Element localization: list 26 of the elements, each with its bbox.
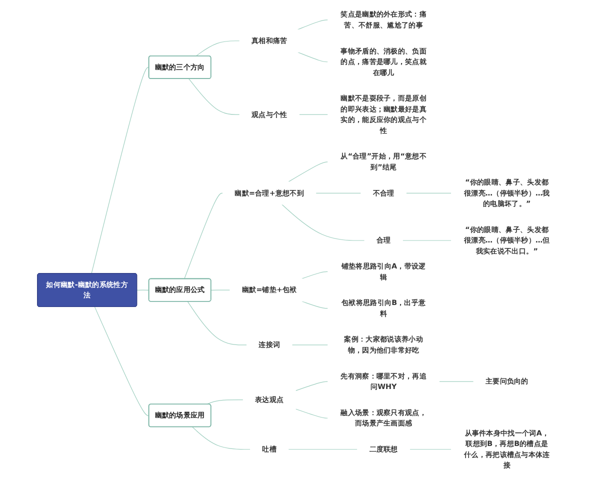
connector [91,67,150,274]
connector [206,400,244,405]
connector [295,381,328,391]
connector [297,20,328,30]
connector [196,40,240,56]
connector [282,204,365,241]
connector [187,301,247,346]
connector [188,78,240,115]
connector [316,192,362,194]
connector [402,240,452,241]
connector [136,290,150,291]
connector [297,52,328,62]
connector [302,271,328,279]
connector [298,114,328,115]
connector [94,306,150,416]
connector [184,192,224,280]
connector [288,162,328,182]
connector [406,192,452,194]
connector [292,344,328,346]
connector [438,381,474,382]
connector [410,449,452,450]
connector [295,408,328,418]
connector [302,301,328,309]
connector [288,449,358,450]
connector [210,290,230,291]
connector [192,426,251,450]
